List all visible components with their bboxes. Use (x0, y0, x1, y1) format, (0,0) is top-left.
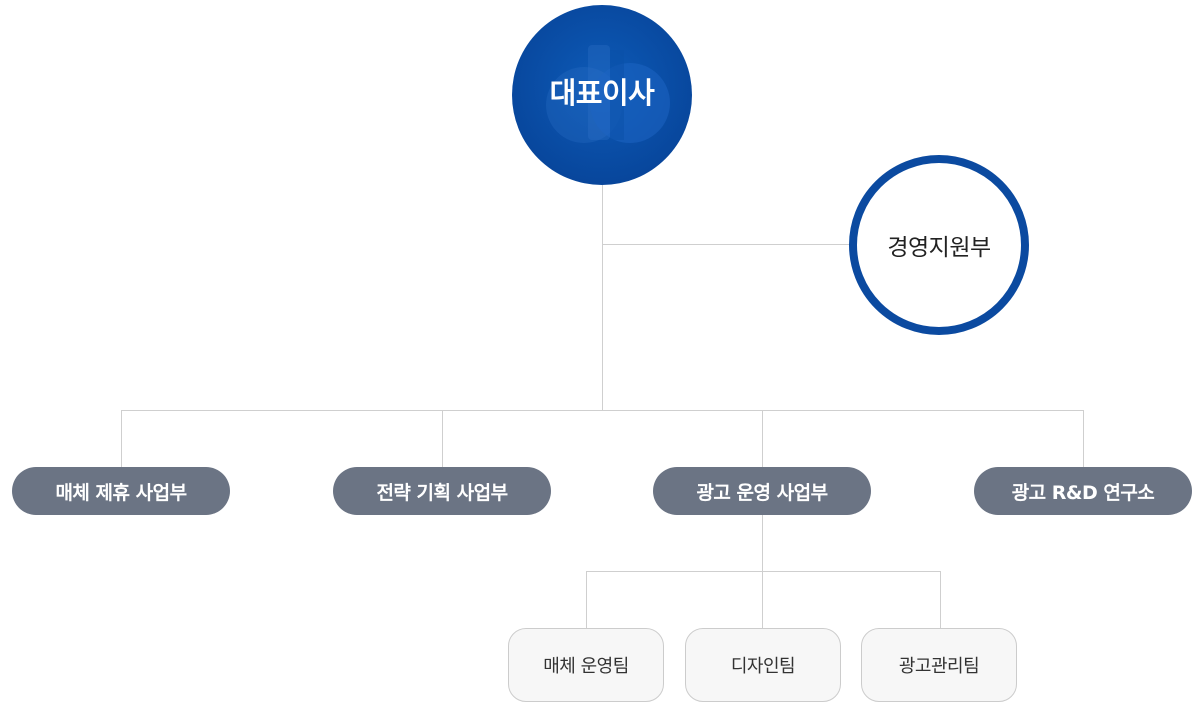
team-label: 광고관리팀 (898, 656, 980, 677)
connector-division-2 (442, 410, 443, 467)
connector-ceo-trunk (602, 185, 603, 410)
connector-team-3 (940, 571, 941, 628)
connector-division-3 (762, 410, 763, 467)
connector-divisions-bus (121, 410, 1083, 411)
division-ad-operations: 광고 운영 사업부 (653, 467, 871, 515)
division-media-partnership: 매체 제휴 사업부 (12, 467, 230, 515)
division-strategy-planning: 전략 기획 사업부 (333, 467, 551, 515)
connector-team-1 (586, 571, 587, 628)
ceo-label: 대표이사 (549, 76, 655, 110)
connector-teams-bus (586, 571, 940, 572)
team-label: 매체 운영팀 (543, 656, 629, 677)
company-logo-watermark (546, 45, 670, 143)
connector-division-1 (121, 410, 122, 467)
connector-ad-ops-trunk (762, 515, 763, 571)
team-label: 디자인팀 (730, 656, 796, 677)
connector-division-4 (1083, 410, 1084, 467)
team-ad-management: 광고관리팀 (861, 628, 1017, 702)
division-label: 광고 R&D 연구소 (1011, 481, 1155, 504)
division-label: 광고 운영 사업부 (696, 481, 828, 504)
division-label: 매체 제휴 사업부 (55, 481, 187, 504)
ceo-node: 대표이사 (512, 5, 692, 185)
team-media-operations: 매체 운영팀 (508, 628, 664, 702)
division-label: 전략 기획 사업부 (376, 481, 508, 504)
support-label: 경영지원부 (887, 235, 991, 261)
connector-team-2 (762, 571, 763, 628)
connector-support-branch (602, 244, 851, 245)
division-ad-rnd-lab: 광고 R&D 연구소 (974, 467, 1192, 515)
support-node: 경영지원부 (849, 155, 1029, 335)
team-design: 디자인팀 (685, 628, 841, 702)
